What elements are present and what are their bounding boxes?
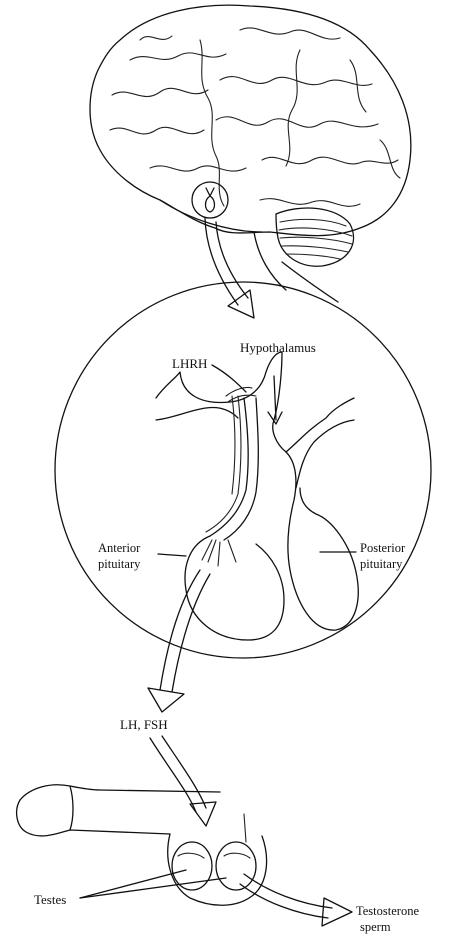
testes-arrow — [150, 736, 216, 826]
label-lhrh: LHRH — [172, 356, 207, 371]
pituitary-enlargement — [55, 282, 431, 658]
label-testes: Testes — [34, 892, 66, 907]
zoom-circle — [55, 282, 431, 658]
label-hypothalamus: Hypothalamus — [240, 340, 316, 355]
brain-illustration — [90, 5, 411, 302]
label-testosterone: Testosterone — [356, 904, 419, 918]
output-arrow — [240, 874, 352, 926]
testis-right — [216, 842, 256, 890]
label-leaders — [158, 365, 356, 556]
label-posterior-pituitary-1: Posterior — [360, 541, 406, 555]
label-anterior-pituitary-1: Anterior — [98, 541, 141, 555]
label-lh-fsh: LH, FSH — [120, 717, 168, 732]
hormone-arrow — [148, 570, 210, 712]
label-posterior-pituitary-2: pituitary — [360, 557, 403, 571]
label-anterior-pituitary-2: pituitary — [98, 557, 141, 571]
label-sperm: sperm — [360, 920, 391, 934]
genitals-illustration — [17, 785, 267, 906]
